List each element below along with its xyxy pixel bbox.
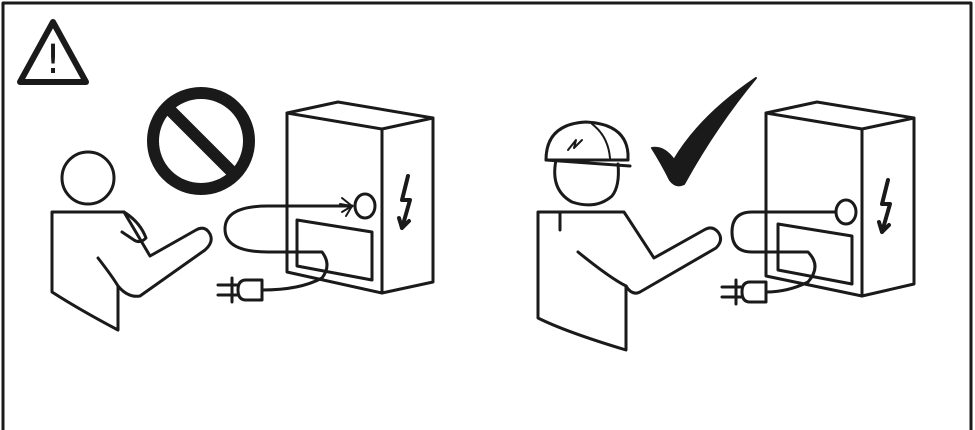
electrician-body: [538, 212, 721, 350]
warning-triangle-icon: !: [20, 22, 86, 83]
high-voltage-icon: [399, 176, 410, 228]
unqualified-person-scene: [52, 93, 433, 330]
power-plug-icon: [218, 278, 262, 302]
high-voltage-icon: [879, 180, 890, 232]
person-body: [52, 212, 211, 330]
electrician-arm-line: [578, 252, 626, 286]
warning-exclamation: !: [45, 37, 61, 83]
panel-border: [3, 3, 971, 430]
electrician-head: [555, 160, 619, 205]
safety-helmet-icon: [546, 122, 630, 166]
qualified-electrician-scene: [538, 78, 914, 350]
electrical-cabinet: [766, 102, 914, 296]
power-plug-icon: [722, 280, 766, 304]
checkmark-icon: [652, 78, 756, 185]
person-head: [62, 152, 114, 204]
electrical-cabinet: [287, 102, 433, 293]
prohibition-icon: [153, 93, 249, 189]
person-arm-line: [98, 258, 118, 286]
